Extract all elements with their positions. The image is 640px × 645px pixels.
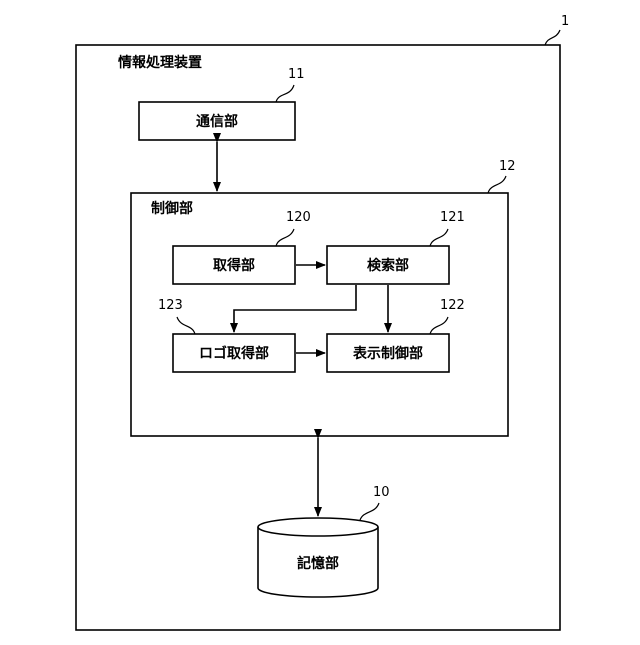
control-unit-ref-leader	[488, 176, 506, 193]
control-unit-box	[131, 193, 508, 436]
control-unit-label: 制御部	[151, 200, 193, 217]
search-ref-leader	[430, 229, 448, 246]
display-control-ref-leader	[430, 317, 448, 334]
search-unit-ref: 121	[440, 210, 465, 225]
device-ref-leader	[545, 30, 560, 45]
search-logo-arrow	[234, 285, 356, 332]
logo-acquisition-ref-leader	[177, 317, 195, 334]
logo-acquisition-unit-ref: 123	[158, 298, 183, 313]
comm-unit-label: 通信部	[196, 113, 238, 130]
control-unit-ref: 12	[499, 159, 516, 174]
storage-ref-leader	[360, 503, 379, 520]
display-control-unit-ref: 122	[440, 298, 465, 313]
acquisition-unit-ref: 120	[286, 210, 311, 225]
storage-unit-label: 記憶部	[297, 555, 339, 572]
logo-acquisition-unit-label: ロゴ取得部	[199, 345, 269, 362]
device-title: 情報処理装置	[118, 54, 202, 71]
acquisition-ref-leader	[276, 229, 294, 246]
search-unit-label: 検索部	[367, 257, 409, 274]
acquisition-unit-label: 取得部	[213, 257, 255, 274]
storage-unit-ref: 10	[373, 485, 390, 500]
comm-unit-ref: 11	[288, 67, 305, 82]
device-ref: 1	[561, 14, 569, 29]
display-control-unit-label: 表示制御部	[352, 345, 423, 362]
comm-unit-ref-leader	[276, 85, 294, 102]
